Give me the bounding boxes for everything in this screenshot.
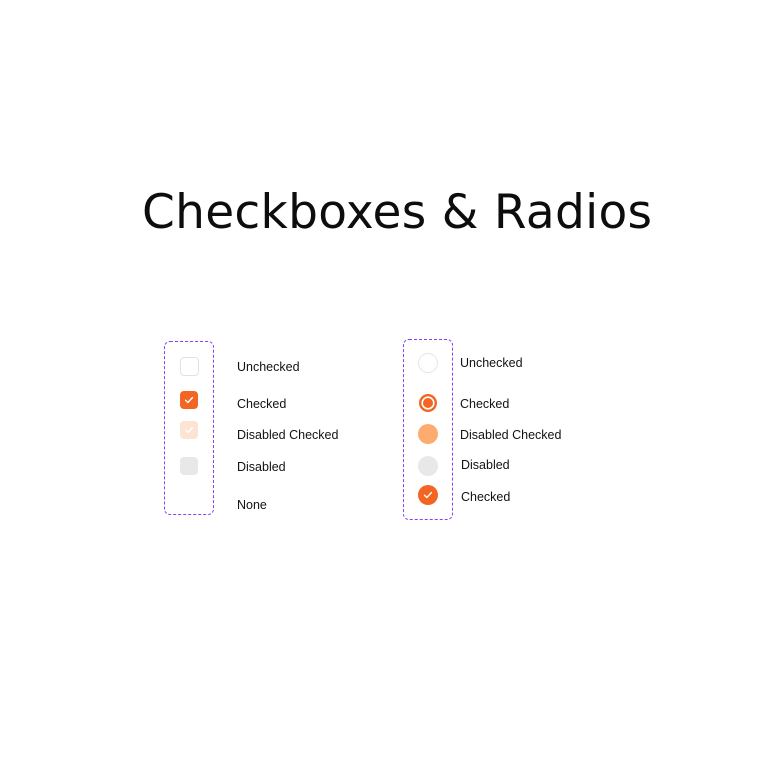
radio-label-checked-tick: Checked [461,490,511,504]
radio-group-frame [403,339,453,520]
checkbox-label-checked: Checked [237,397,287,411]
checkbox-unchecked[interactable] [180,357,199,376]
radio-label-unchecked: Unchecked [460,356,523,370]
checkbox-label-none: None [237,498,267,512]
radio-label-checked: Checked [460,397,510,411]
radio-checked-tick[interactable] [418,485,438,505]
radio-disabled-checked[interactable] [418,424,438,444]
radio-disabled[interactable] [418,456,438,476]
radio-checked[interactable] [418,393,438,413]
checkbox-disabled-checked-icon [184,426,194,434]
radio-label-disabled: Disabled [461,458,510,472]
checkbox-label-unchecked: Unchecked [237,360,300,374]
checkbox-label-disabled-checked: Disabled Checked [237,428,339,442]
checkbox-group-frame [164,341,214,515]
checkbox-label-disabled: Disabled [237,460,286,474]
checkbox-checked-icon [184,396,194,404]
radio-checked-icon [419,394,437,412]
checkbox-disabled[interactable] [180,457,198,475]
checkbox-disabled-checked[interactable] [180,421,198,439]
page-title: Checkboxes & Radios [142,185,653,240]
radio-label-disabled-checked: Disabled Checked [460,428,562,442]
radio-unchecked[interactable] [418,353,438,373]
checkbox-checked[interactable] [180,391,198,409]
radio-check-tick-icon [423,491,433,499]
